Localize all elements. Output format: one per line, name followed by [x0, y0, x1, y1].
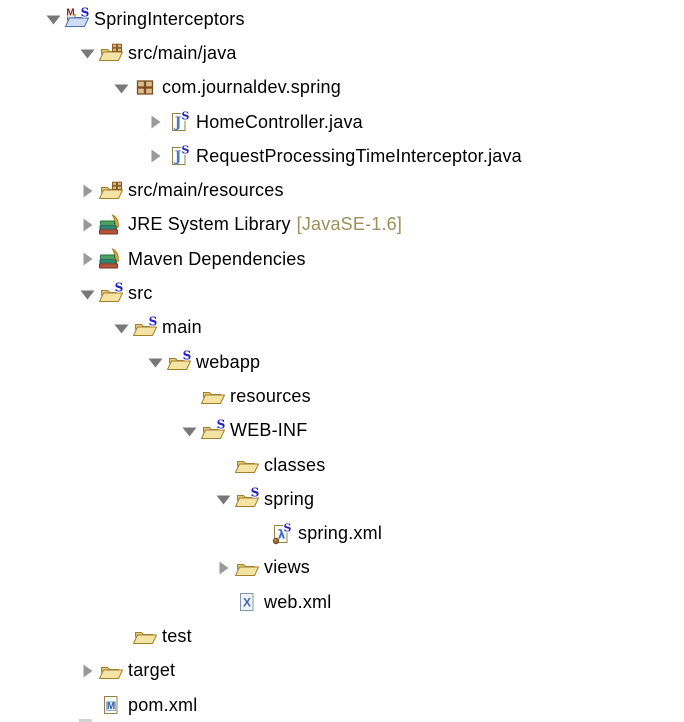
spring-folder-icon[interactable]: S — [97, 279, 125, 306]
tree-row[interactable]: S webapp — [0, 345, 684, 379]
tree-item-label[interactable]: main — [162, 317, 202, 338]
expanded-arrow-icon[interactable] — [43, 11, 63, 27]
tree-item-label[interactable]: target — [128, 660, 176, 681]
expanded-arrow-icon[interactable] — [213, 491, 233, 507]
svg-text:λ: λ — [278, 527, 286, 541]
collapsed-arrow-icon[interactable] — [77, 217, 97, 233]
tree-item-label[interactable]: Maven Dependencies — [128, 248, 306, 269]
tree-row[interactable]: src/main/java — [0, 36, 684, 70]
tree-row[interactable]: src/main/resources — [0, 173, 684, 207]
svg-text:X: X — [243, 596, 251, 610]
svg-text:S: S — [182, 144, 190, 157]
spring-folder-icon[interactable]: S — [131, 313, 159, 340]
tree-item-label[interactable]: classes — [264, 454, 326, 475]
svg-text:S: S — [284, 521, 292, 534]
expanded-arrow-icon[interactable] — [111, 80, 131, 96]
collapsed-arrow-icon[interactable] — [77, 183, 97, 199]
svg-text:M: M — [107, 701, 115, 712]
tree-item-label[interactable]: web.xml — [264, 591, 332, 612]
folder-icon[interactable] — [199, 384, 227, 408]
svg-text:S: S — [81, 6, 90, 20]
svg-text:S: S — [149, 314, 158, 328]
tree-item-label[interactable]: src — [128, 283, 153, 304]
tree-item-label[interactable]: WEB-INF — [230, 420, 308, 441]
svg-text:S: S — [115, 280, 124, 294]
expanded-arrow-icon[interactable] — [111, 320, 131, 336]
tree-row[interactable]: S src — [0, 276, 684, 310]
collapsed-arrow-icon[interactable] — [145, 114, 165, 130]
tree-row[interactable]: com.journaldev.spring — [0, 71, 684, 105]
java-source-folder-icon[interactable] — [97, 179, 125, 203]
expanded-arrow-icon[interactable] — [77, 286, 97, 302]
library-icon[interactable] — [97, 213, 125, 237]
tree-item-label[interactable]: webapp — [196, 351, 261, 372]
tree-item-label[interactable]: views — [264, 557, 311, 578]
tree-row[interactable]: JRE System Library[JavaSE-1.6] — [0, 208, 684, 242]
tree-row[interactable]: views — [0, 551, 684, 585]
collapsed-arrow-icon[interactable] — [145, 148, 165, 164]
expanded-arrow-icon[interactable] — [77, 45, 97, 61]
tree-item-label[interactable]: src/main/resources — [128, 180, 284, 201]
tree-item-label[interactable]: JRE System Library[JavaSE-1.6] — [128, 214, 403, 235]
expanded-arrow-icon[interactable] — [145, 354, 165, 370]
xml-file-icon[interactable]: X — [233, 590, 261, 614]
folder-icon[interactable] — [233, 453, 261, 477]
svg-text:S: S — [182, 110, 190, 123]
tree-row[interactable]: S spring — [0, 482, 684, 516]
tree-item-label[interactable]: resources — [230, 385, 311, 406]
svg-text:S: S — [183, 349, 192, 363]
tree-row[interactable]: Maven Dependencies — [0, 242, 684, 276]
tree-row[interactable]: resources — [0, 379, 684, 413]
folder-icon[interactable] — [97, 659, 125, 683]
tree-row[interactable]: X web.xml — [0, 585, 684, 619]
spring-folder-icon[interactable]: S — [199, 416, 227, 443]
tree-row[interactable]: S WEB-INF — [0, 414, 684, 448]
tree-item-label[interactable]: pom.xml — [128, 694, 198, 715]
folder-icon[interactable] — [131, 624, 159, 648]
svg-text:S: S — [251, 486, 260, 500]
tree-item-label[interactable]: spring.xml — [298, 523, 383, 544]
tree-row[interactable]: classes — [0, 448, 684, 482]
collapsed-arrow-icon[interactable] — [77, 663, 97, 679]
maven-pom-file-icon[interactable]: M — [97, 693, 125, 717]
tree-row[interactable]: M pom.xml — [0, 688, 684, 722]
svg-text:M: M — [66, 8, 74, 19]
svg-text:J: J — [173, 115, 182, 131]
library-version-suffix: [JavaSE-1.6] — [296, 214, 403, 235]
expanded-arrow-icon[interactable] — [179, 423, 199, 439]
java-source-folder-icon[interactable] — [97, 41, 125, 65]
svg-text:J: J — [173, 149, 182, 165]
svg-text:S: S — [217, 417, 226, 431]
tree-row[interactable]: target — [0, 654, 684, 688]
tree-item-label[interactable]: HomeController.java — [196, 111, 363, 132]
partial-collapsed-arrow-icon — [79, 719, 92, 722]
tree-item-label[interactable]: test — [162, 625, 192, 646]
tree-item-label[interactable]: src/main/java — [128, 42, 237, 63]
tree-item-label[interactable]: SpringInterceptors — [94, 8, 245, 29]
library-icon[interactable] — [97, 247, 125, 271]
tree-row[interactable]: S main — [0, 311, 684, 345]
collapsed-arrow-icon[interactable] — [213, 560, 233, 576]
tree-item-label[interactable]: spring — [264, 488, 315, 509]
tree-row[interactable]: test — [0, 619, 684, 653]
spring-folder-icon[interactable]: S — [233, 485, 261, 511]
collapsed-arrow-icon[interactable] — [77, 251, 97, 267]
folder-icon[interactable] — [233, 556, 261, 580]
package-icon[interactable] — [131, 76, 159, 100]
spring-folder-icon[interactable]: S — [165, 347, 193, 374]
tree-item-label[interactable]: RequestProcessingTimeInterceptor.java — [196, 145, 522, 166]
tree-item-label[interactable]: com.journaldev.spring — [162, 77, 341, 98]
